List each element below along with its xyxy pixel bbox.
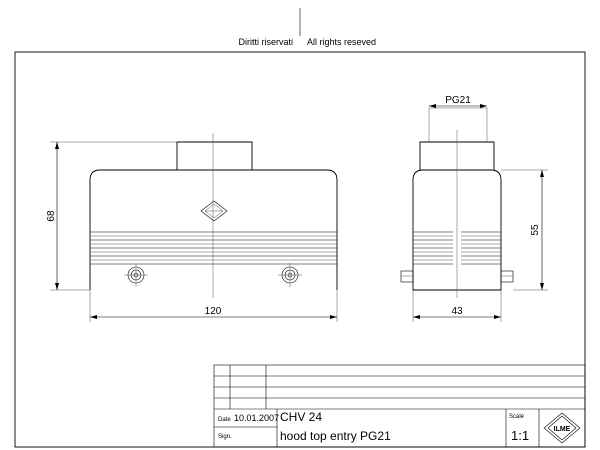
title-block bbox=[213, 364, 586, 448]
side-thread-stub bbox=[428, 107, 488, 142]
front-ribs bbox=[90, 231, 337, 265]
side-thread-dimension bbox=[429, 104, 487, 108]
front-width-label: 120 bbox=[205, 306, 222, 317]
front-cable-entry bbox=[176, 141, 253, 170]
side-height-dimension bbox=[501, 169, 548, 291]
rights-italian: Diritti riservati bbox=[238, 37, 293, 47]
rights-english: All rights reseved bbox=[307, 37, 376, 47]
front-height-label: 68 bbox=[46, 210, 57, 222]
side-hood-body bbox=[412, 169, 502, 291]
scale-label: Scale bbox=[509, 414, 525, 420]
ilme-logo-text: ILME bbox=[554, 426, 571, 433]
scale-value: 1:1 bbox=[511, 428, 529, 443]
front-hood-body bbox=[89, 169, 338, 290]
side-width-label: 43 bbox=[451, 306, 463, 317]
sheet-border bbox=[14, 51, 586, 448]
front-view: 68 120 bbox=[46, 133, 338, 322]
date-label: Date bbox=[218, 417, 231, 423]
front-height-dimension bbox=[50, 141, 177, 291]
product-description: hood top entry PG21 bbox=[280, 429, 391, 443]
ilme-logo-icon: ILME bbox=[543, 412, 581, 444]
front-screw-left-icon bbox=[124, 263, 148, 287]
front-width-dimension bbox=[89, 290, 338, 322]
side-lug-left-icon bbox=[400, 270, 414, 283]
front-logo-diamond-icon bbox=[200, 200, 228, 222]
side-width-dimension bbox=[412, 290, 502, 322]
side-view: PG21 55 43 bbox=[400, 95, 548, 322]
side-ribs bbox=[413, 231, 501, 265]
side-thread-label: PG21 bbox=[445, 95, 471, 106]
front-screw-right-icon bbox=[278, 263, 302, 287]
side-lug-right-icon bbox=[500, 270, 514, 283]
date-value: 10.01.2007 bbox=[234, 413, 279, 423]
side-height-label: 55 bbox=[530, 224, 541, 236]
sign-label: Sign. bbox=[218, 434, 232, 440]
product-code: CHV 24 bbox=[280, 410, 322, 424]
